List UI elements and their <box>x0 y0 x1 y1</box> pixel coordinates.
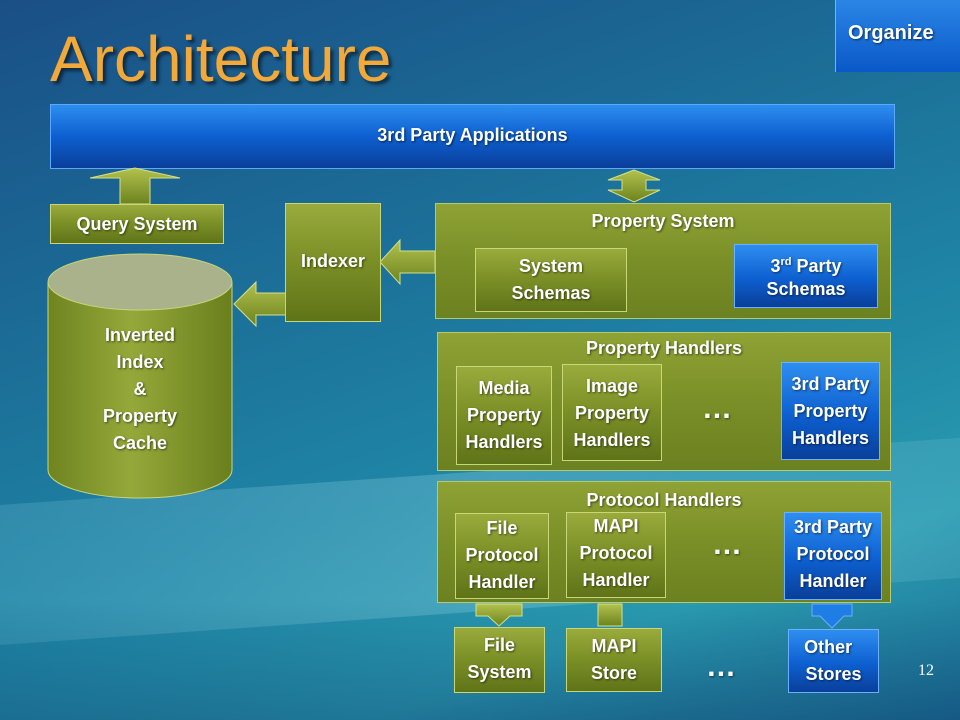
media-handlers-line-1: Media <box>478 378 530 398</box>
media-property-handlers-box: Media Property Handlers <box>456 366 552 465</box>
protocol-handlers-ellipsis: … <box>712 528 745 561</box>
tp-property-handlers-line-2: Property <box>793 401 868 421</box>
tp-property-handlers-line-3: Handlers <box>791 428 870 448</box>
property-handlers-title: Property Handlers <box>585 338 743 358</box>
system-schemas-line-1: System <box>518 256 584 276</box>
organize-button[interactable]: Organize <box>835 0 960 72</box>
arrow-other-to-stores <box>811 603 853 629</box>
mapi-protocol-handler-box: MAPI Protocol Handler <box>566 512 666 598</box>
property-system-title: Property System <box>591 211 735 231</box>
file-protocol-line-3: Handler <box>468 572 536 592</box>
media-handlers-line-3: Handlers <box>465 432 543 452</box>
property-handlers-ellipsis: … <box>702 392 735 425</box>
third-party-schemas-box: 3rd Party Schemas <box>734 244 878 308</box>
image-handlers-line-2: Property <box>574 403 650 423</box>
other-stores-line-1: Other <box>804 637 853 657</box>
query-system-label: Query System <box>76 214 198 234</box>
organize-label: Organize <box>848 22 934 44</box>
image-handlers-line-3: Handlers <box>573 430 651 450</box>
slide-title: Architecture <box>50 23 392 95</box>
mapi-protocol-line-1: MAPI <box>593 516 639 536</box>
mapi-store-line-1: MAPI <box>591 636 637 656</box>
file-protocol-line-2: Protocol <box>465 545 539 565</box>
inverted-index-line-1: Inverted <box>104 325 176 345</box>
media-handlers-line-2: Property <box>466 405 542 425</box>
other-stores-line-2: Stores <box>805 664 862 684</box>
tp-protocol-line-1: 3rd Party <box>793 517 873 537</box>
mapi-protocol-line-2: Protocol <box>579 543 653 563</box>
third-party-protocol-handler-box: 3rd Party Protocol Handler <box>784 512 882 600</box>
inverted-index-cylinder <box>47 253 233 499</box>
system-schemas-line-2: Schemas <box>511 283 591 303</box>
file-system-box: File System <box>454 627 545 693</box>
inverted-index-line-3: & <box>133 379 147 399</box>
arrow-property-to-indexer <box>379 238 436 286</box>
third-party-applications-label: 3rd Party Applications <box>377 125 568 145</box>
protocol-handlers-title: Protocol Handlers <box>586 490 742 510</box>
mapi-store-box: MAPI Store <box>566 628 662 692</box>
inverted-index-line-4: Property <box>102 406 178 426</box>
mapi-store-line-2: Store <box>590 663 637 683</box>
third-party-property-handlers-box: 3rd Party Property Handlers <box>781 362 880 460</box>
system-schemas-box: System Schemas <box>475 248 627 312</box>
stores-ellipsis: … <box>706 650 739 683</box>
image-property-handlers-box: Image Property Handlers <box>562 364 662 461</box>
arrow-query-to-apps <box>89 167 181 205</box>
other-stores-box: Other Stores <box>788 629 879 693</box>
arrow-property-system-apps <box>607 169 661 203</box>
tp-property-handlers-line-1: 3rd Party <box>791 374 870 394</box>
file-protocol-handler-box: File Protocol Handler <box>455 513 549 599</box>
image-handlers-line-1: Image <box>585 376 639 396</box>
indexer-box: Indexer <box>285 203 381 322</box>
arrow-mapi-to-store <box>597 603 623 627</box>
tp-protocol-line-3: Handler <box>799 571 867 591</box>
third-party-schemas-line-2: Schemas <box>766 279 846 299</box>
third-party-applications-bar: 3rd Party Applications <box>50 104 895 169</box>
third-party-schemas-line-1: 3rd Party <box>770 256 842 276</box>
inverted-index-line-5: Cache <box>112 433 168 453</box>
indexer-label: Indexer <box>300 251 366 271</box>
file-protocol-line-1: File <box>486 518 518 538</box>
arrow-file-to-filesystem <box>475 603 523 627</box>
file-system-line-1: File <box>483 635 515 655</box>
page-number: 12 <box>918 662 934 679</box>
tp-protocol-line-2: Protocol <box>796 544 870 564</box>
file-system-line-2: System <box>467 662 532 682</box>
inverted-index-line-2: Index <box>116 352 164 372</box>
query-system-box: Query System <box>50 204 224 244</box>
arrow-indexer-to-index <box>233 280 287 328</box>
mapi-protocol-line-3: Handler <box>582 570 650 590</box>
